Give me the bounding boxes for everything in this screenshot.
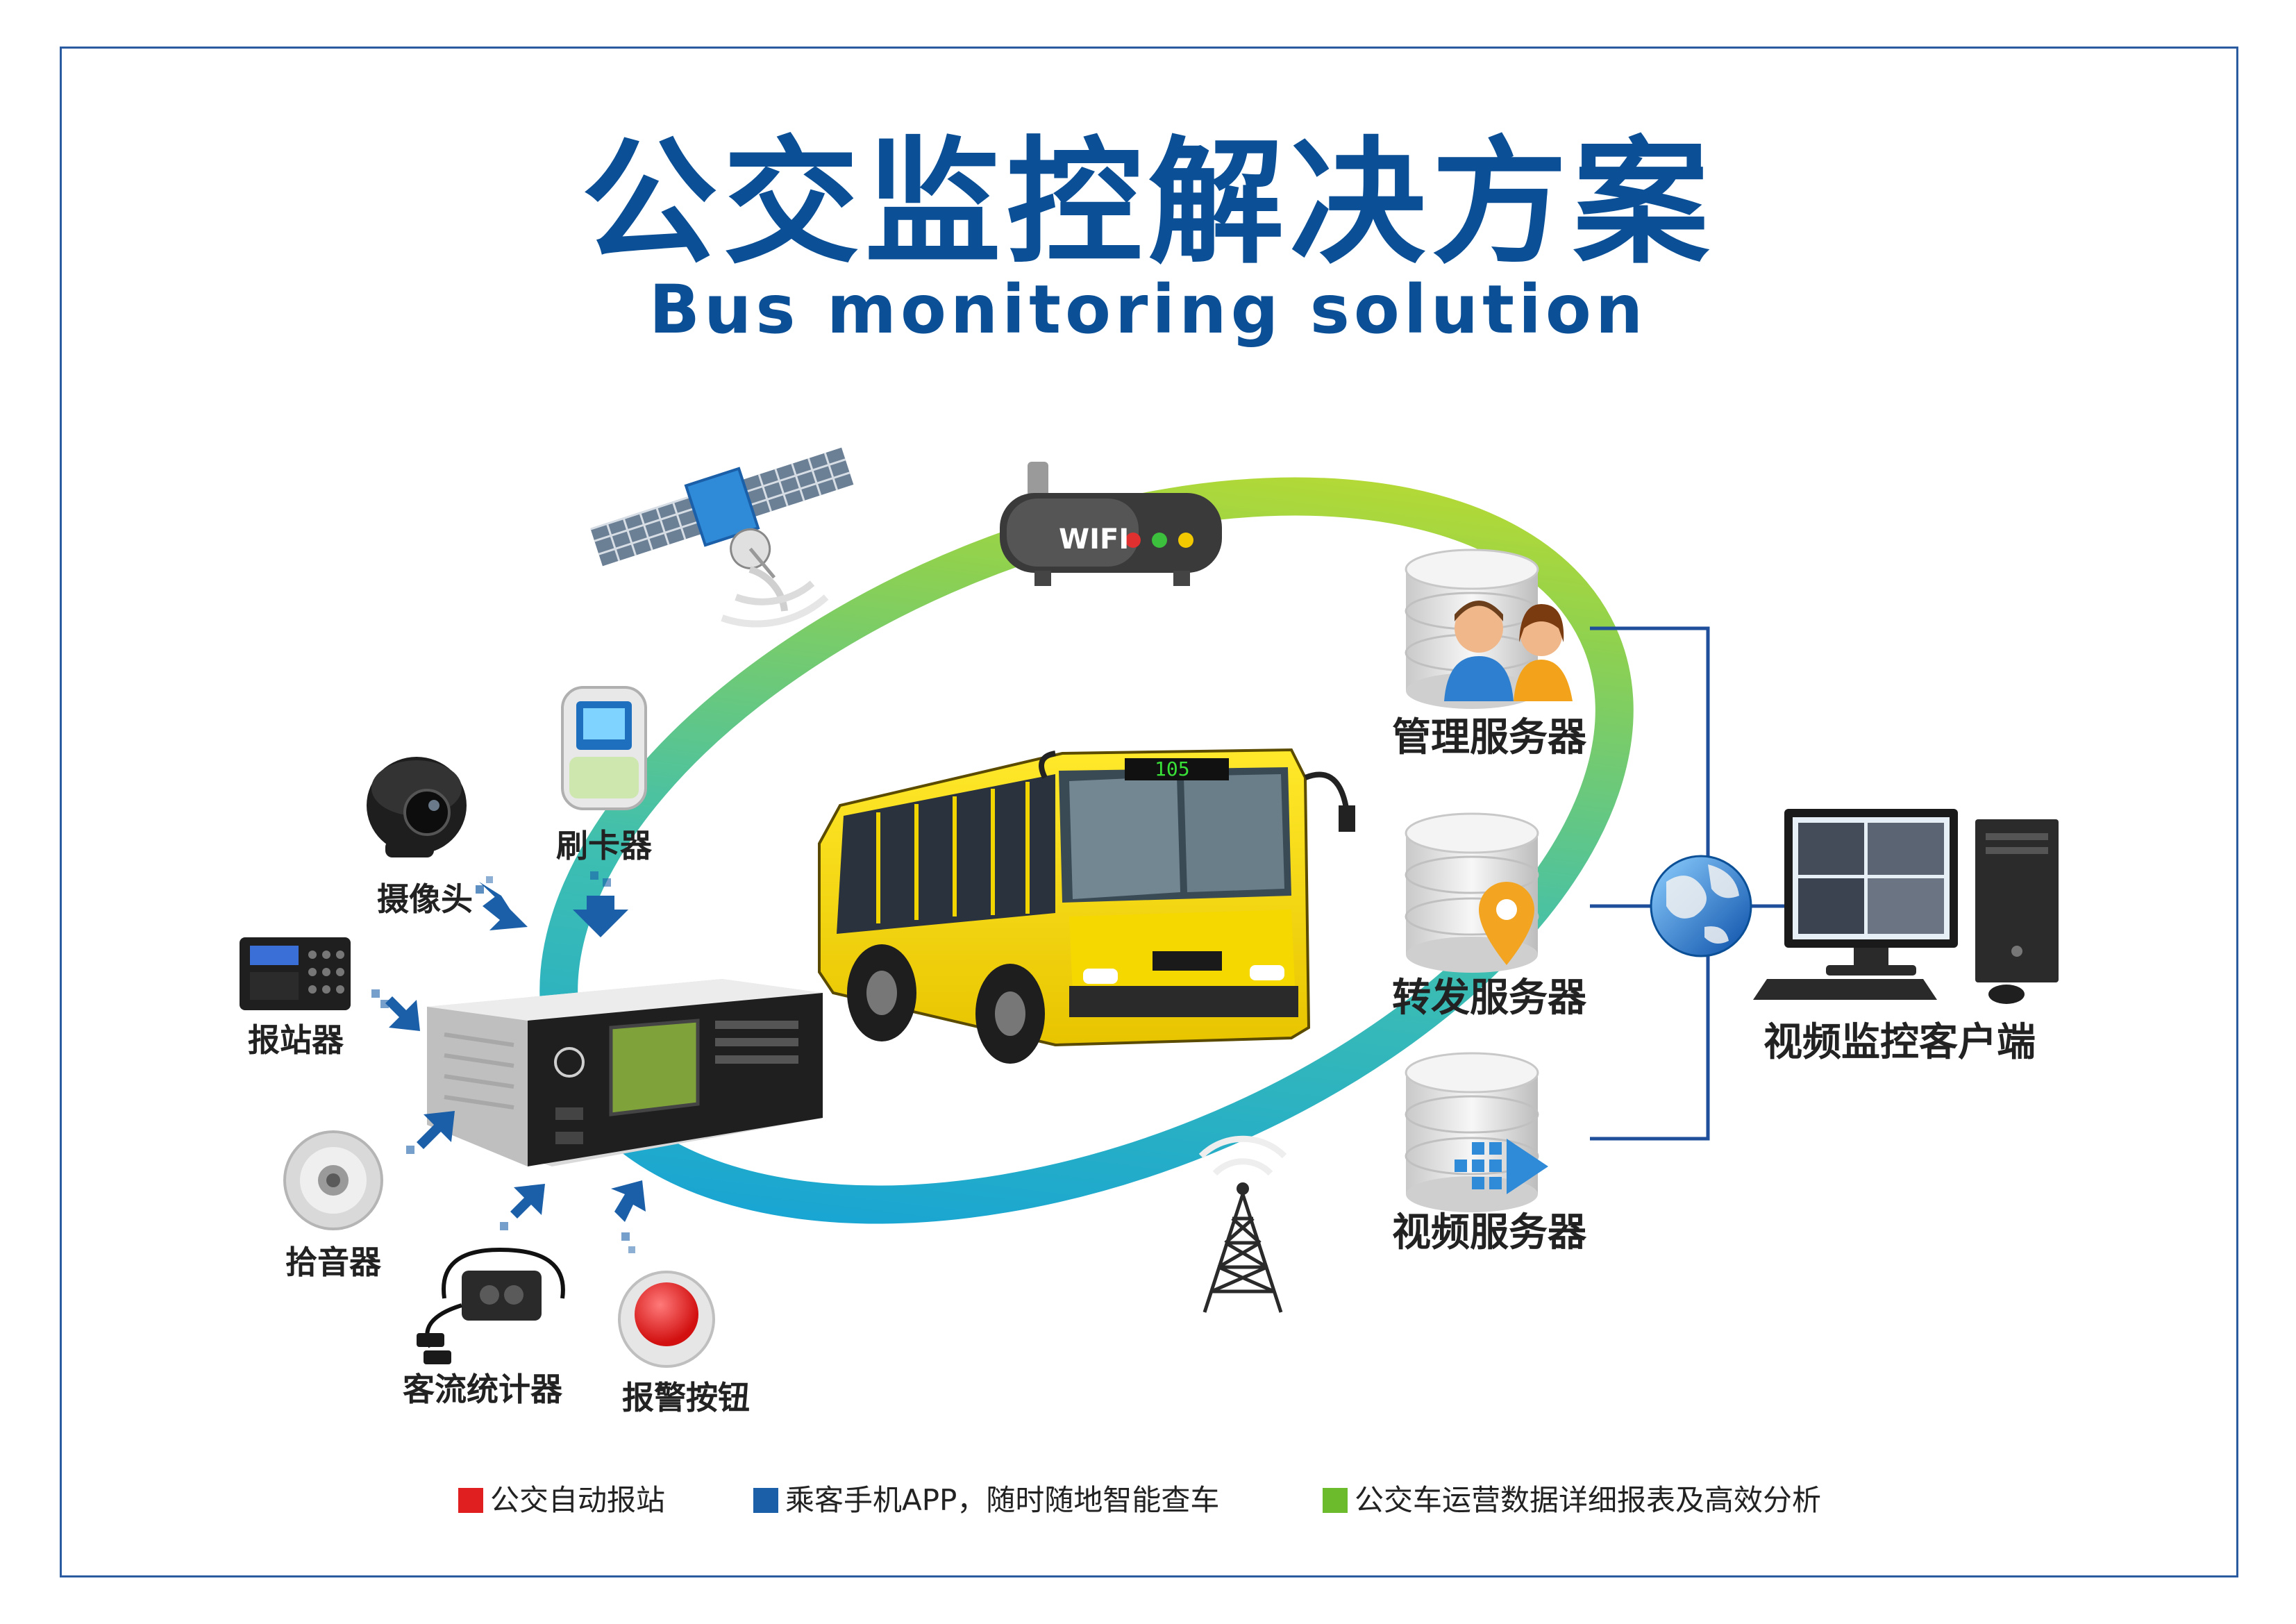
legend-text: 乘客手机APP，随时随地智能查车 — [785, 1483, 1220, 1517]
radio-tower-icon — [1198, 1135, 1287, 1313]
alarm-button-icon — [618, 1271, 715, 1368]
microphone-label: 拾音器 — [285, 1244, 381, 1281]
monitoring-client-label: 视频监控客户端 — [1763, 1020, 2036, 1065]
forwarding-server-icon — [1405, 812, 1539, 973]
mobile-dvr-icon — [427, 979, 823, 1166]
arrow-cardreader-to-dvr — [573, 871, 628, 937]
wifi-router-icon — [1000, 462, 1222, 586]
arrow-camera-to-dvr — [476, 876, 528, 930]
satellite-icon — [590, 447, 854, 628]
station-announcer-label: 报站器 — [248, 1021, 344, 1059]
microphone-icon — [283, 1130, 383, 1230]
card-reader-label: 刷卡器 — [556, 827, 652, 864]
video-server-label: 视频服务器 — [1392, 1210, 1586, 1255]
management-server-icon — [1405, 549, 1573, 709]
video-server-icon — [1405, 1052, 1548, 1212]
passenger-counter-icon — [417, 1247, 565, 1364]
passenger-counter-label: 客流统计器 — [403, 1371, 562, 1408]
page-title: 公交监控解决方案 — [581, 124, 1715, 283]
monitoring-client-pc-icon — [1753, 809, 2059, 1004]
legend-swatch-blue — [753, 1488, 778, 1513]
legend-item-app: 乘客手机APP，随时随地智能查车 — [753, 1486, 1219, 1515]
arrow-microphone-to-dvr — [406, 1111, 455, 1154]
camera-icon — [367, 757, 467, 857]
station-announcer-icon — [240, 937, 351, 1010]
forwarding-server-label: 转发服务器 — [1392, 976, 1586, 1021]
legend-text: 公交车运营数据详细报表及高效分析 — [1355, 1483, 1822, 1517]
camera-label: 摄像头 — [377, 880, 473, 918]
legend-swatch-green — [1323, 1488, 1348, 1513]
legend-item-report: 公交车运营数据详细报表及高效分析 — [1323, 1486, 1821, 1515]
card-reader-icon — [561, 686, 647, 810]
arrow-alarm-to-dvr — [611, 1180, 646, 1253]
management-server-label: 管理服务器 — [1392, 715, 1586, 760]
page-frame — [60, 47, 2238, 1577]
arrow-announcer-to-dvr — [371, 989, 420, 1031]
arrow-counter-to-dvr — [500, 1184, 545, 1230]
bus-route-display: 105 — [1155, 757, 1190, 780]
legend-swatch-red — [458, 1488, 483, 1513]
legend-text: 公交自动报站 — [490, 1483, 666, 1517]
wifi-label: WIFI — [1059, 524, 1129, 555]
page-subtitle: Bus monitoring solution — [648, 271, 1648, 349]
alarm-button-label: 报警按钮 — [622, 1379, 750, 1416]
bus-icon — [818, 748, 1355, 1064]
legend-item-announce: 公交自动报站 — [458, 1486, 665, 1515]
internet-globe-icon — [1650, 855, 1752, 957]
